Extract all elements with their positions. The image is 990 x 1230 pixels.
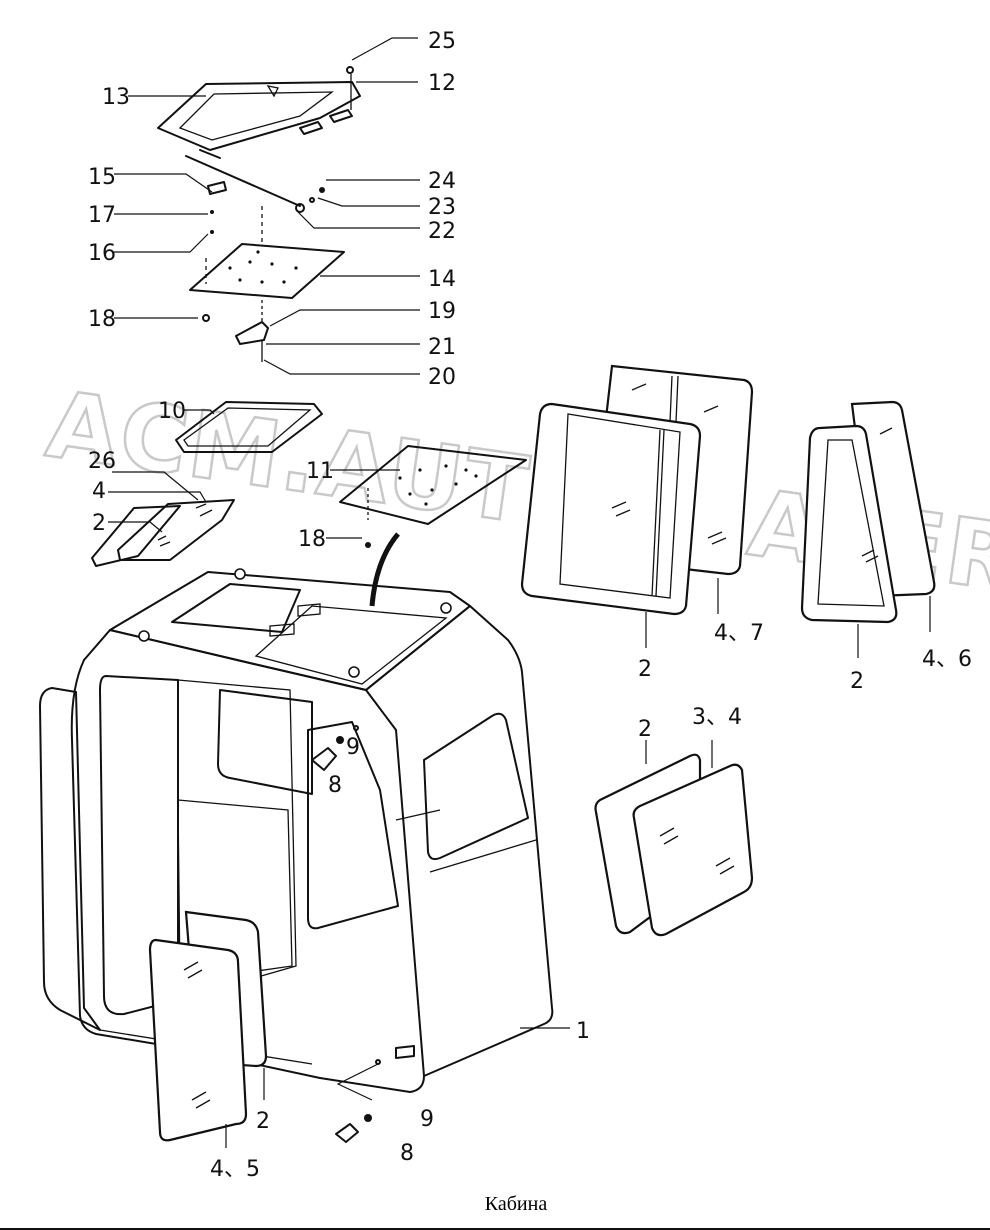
- cab-door-left: [39, 687, 101, 1031]
- roof-window-opening: [171, 583, 301, 633]
- callout-2-tri: 2: [850, 669, 864, 694]
- cab-body: [39, 532, 554, 1101]
- callout-labels: 25 12 13 15 24 17 23 22 16 14 18 19 21 2…: [88, 29, 972, 1182]
- screw-25: [346, 66, 354, 74]
- callout-20: 20: [428, 365, 456, 390]
- window-2-frame: [520, 402, 702, 616]
- callout-9-upper: 9: [346, 735, 360, 760]
- callout-4-roof: 4: [92, 479, 106, 504]
- callout-10: 10: [158, 399, 186, 424]
- callout-4-6: 4、6: [922, 647, 972, 672]
- callout-4-5: 4、5: [210, 1157, 260, 1182]
- callout-9-lower: 9: [420, 1107, 434, 1132]
- callout-18-top: 18: [88, 307, 116, 332]
- latch-19: [235, 321, 269, 345]
- plate-14: [189, 243, 345, 299]
- window-3-4: [632, 763, 754, 937]
- callout-8-upper: 8: [328, 773, 342, 798]
- washer-23: [309, 197, 315, 203]
- callout-16: 16: [88, 241, 116, 266]
- upper-side-window: [217, 689, 313, 795]
- callout-2-side: 2: [638, 657, 652, 682]
- door-window: [307, 721, 399, 930]
- callout-22: 22: [428, 219, 456, 244]
- washer-9: [336, 736, 344, 744]
- cab-front-face: [83, 629, 425, 1093]
- callout-3-4: 3、4: [692, 705, 742, 730]
- callout-8-lower: 8: [400, 1141, 414, 1166]
- hatch-lid: [157, 81, 361, 151]
- callout-2-roof: 2: [92, 511, 106, 536]
- callout-12: 12: [428, 71, 456, 96]
- callout-26: 26: [88, 449, 116, 474]
- cab-side-face: [365, 605, 554, 1077]
- callout-13: 13: [102, 85, 130, 110]
- front-window-opening: [99, 675, 179, 1016]
- diagram-caption: Кабина: [485, 1193, 548, 1215]
- callout-1: 1: [576, 1019, 590, 1044]
- callout-15: 15: [88, 165, 116, 190]
- glass-small-a: [91, 505, 181, 567]
- right-side-window: [423, 712, 529, 861]
- roof-hatch-assembly: [157, 66, 361, 362]
- bracket-15: [207, 181, 227, 195]
- seal-10: [175, 401, 323, 453]
- knob-8: [311, 747, 337, 771]
- knob-8-bottom: [335, 1123, 359, 1143]
- callout-17: 17: [88, 203, 116, 228]
- bolt-18: [202, 314, 210, 322]
- washer-9-bottom: [364, 1114, 372, 1122]
- callout-14: 14: [428, 267, 456, 292]
- callout-23: 23: [428, 195, 456, 220]
- callout-21: 21: [428, 335, 456, 360]
- callout-11: 11: [306, 459, 334, 484]
- hatch-hinge: [299, 121, 323, 135]
- callout-25: 25: [428, 29, 456, 54]
- glass-small-b: [117, 499, 235, 561]
- callout-2-front: 2: [256, 1109, 270, 1134]
- callout-2-rear: 2: [638, 717, 652, 742]
- roof-panel-area: [254, 605, 448, 685]
- gas-strut: [185, 155, 301, 207]
- glass-4-5-front: [148, 938, 248, 1142]
- callout-24: 24: [428, 169, 456, 194]
- leader-lines: [108, 37, 931, 1148]
- roof-panel-11: [339, 445, 527, 525]
- hatch-glass: [178, 91, 334, 141]
- cab-left-edge: [70, 659, 321, 1079]
- nut-24: [319, 187, 325, 193]
- callout-4-7: 4、7: [714, 621, 764, 646]
- callout-18-mid: 18: [298, 527, 326, 552]
- callout-19: 19: [428, 299, 456, 324]
